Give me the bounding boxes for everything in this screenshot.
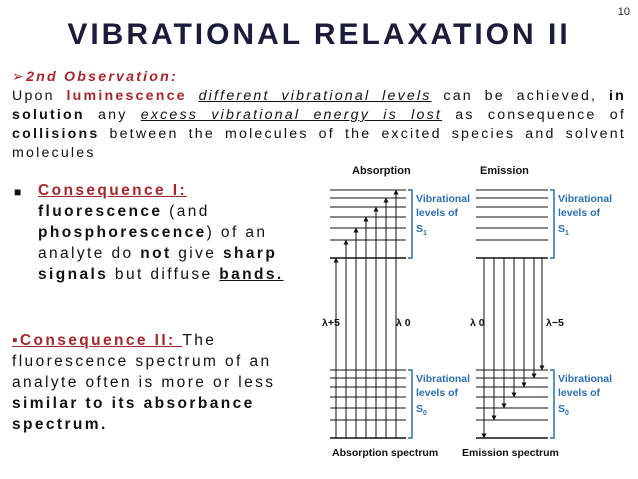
absorption-spectrum-caption: Absorption spectrum bbox=[332, 447, 438, 459]
lambda-plus5-label: λ+5 bbox=[322, 317, 340, 329]
vib-s1-right-state: S1 bbox=[558, 223, 569, 237]
energy-level-diagram: Absorption Emission Vibrational levels o… bbox=[322, 165, 612, 459]
c1-bands: bands. bbox=[219, 266, 284, 283]
square-bullet-icon: ■ bbox=[14, 185, 24, 199]
consequence-two: ▪Consequence II: The fluorescence spectr… bbox=[12, 330, 312, 435]
consequence-one-heading: Consequence I: bbox=[38, 182, 188, 199]
c1-text-1: (and bbox=[162, 203, 210, 220]
lambda-0-left-label: λ 0 bbox=[396, 317, 411, 329]
obs-luminescence: luminescence bbox=[66, 88, 187, 104]
arrow-bullet-icon: ➢ bbox=[12, 69, 27, 85]
c1-text-2: ) of an analyte do bbox=[38, 224, 268, 262]
vib-s0-right-line2: levels of bbox=[558, 387, 601, 399]
c1-not: not bbox=[140, 245, 172, 262]
c2-text-1: The fluorescence spectrum of an analyte … bbox=[12, 332, 276, 391]
observation-paragraph: ➢2nd Observation: Upon luminescence diff… bbox=[12, 68, 626, 163]
bracket-s0-left bbox=[408, 369, 413, 439]
vib-s0-right-state: S0 bbox=[558, 403, 569, 417]
obs-text-3: can be achieved, bbox=[431, 88, 609, 104]
obs-text-5: as consequence of bbox=[442, 107, 626, 123]
obs-text-2 bbox=[187, 88, 199, 104]
obs-excess-energy: excess vibrational energy is lost bbox=[140, 107, 443, 123]
c1-phosphorescence: phosphorescence bbox=[38, 224, 207, 241]
vib-s0-right-line1: Vibrational bbox=[558, 373, 612, 385]
slide-number: 10 bbox=[617, 6, 630, 18]
vib-s0-left-state: S0 bbox=[416, 403, 427, 417]
obs-text-6: between the molecules of the excited spe… bbox=[12, 126, 626, 161]
lambda-minus5-label: λ−5 bbox=[546, 317, 564, 329]
vib-s0-left-line2: levels of bbox=[416, 387, 459, 399]
emission-label: Emission bbox=[480, 165, 529, 177]
observation-heading: 2nd Observation: bbox=[26, 69, 178, 85]
emission-spectrum-caption: Emission spectrum bbox=[462, 447, 559, 459]
c1-text-4: but diffuse bbox=[108, 266, 220, 283]
vib-s1-left-line2: levels of bbox=[416, 207, 459, 219]
c1-fluorescence: fluorescence bbox=[38, 203, 163, 220]
obs-in-solution: in solution bbox=[12, 88, 627, 123]
level-lines bbox=[330, 189, 548, 439]
lambda-0-right-label: λ 0 bbox=[470, 317, 485, 329]
vib-s1-right-line2: levels of bbox=[558, 207, 601, 219]
c2-similar: similar to its absorbance spectrum. bbox=[12, 395, 255, 433]
bracket-s0-right bbox=[550, 369, 555, 439]
c1-text-3: give bbox=[171, 245, 224, 262]
transition-arrows bbox=[333, 189, 545, 439]
vib-s1-left-line1: Vibrational bbox=[416, 193, 470, 205]
vib-s0-left-line1: Vibrational bbox=[416, 373, 470, 385]
vib-s1-right-line1: Vibrational bbox=[558, 193, 612, 205]
obs-text-4: any bbox=[84, 107, 141, 123]
obs-different-levels: different vibrational levels bbox=[198, 88, 432, 104]
obs-collisions: collisions bbox=[12, 126, 100, 142]
consequence-one: ■ Consequence I: fluorescence (and phosp… bbox=[12, 180, 312, 285]
bracket-s1-right bbox=[550, 189, 555, 259]
consequence-two-heading: ▪Consequence II: bbox=[12, 332, 183, 349]
slide-title: VIBRATIONAL RELAXATION II bbox=[67, 18, 571, 51]
vib-s1-left-state: S1 bbox=[416, 223, 427, 237]
bracket-s1-left bbox=[408, 189, 413, 259]
absorption-label: Absorption bbox=[352, 165, 411, 177]
obs-text-1: Upon bbox=[12, 88, 67, 104]
c1-sharp-signals: sharp signals bbox=[38, 245, 278, 283]
